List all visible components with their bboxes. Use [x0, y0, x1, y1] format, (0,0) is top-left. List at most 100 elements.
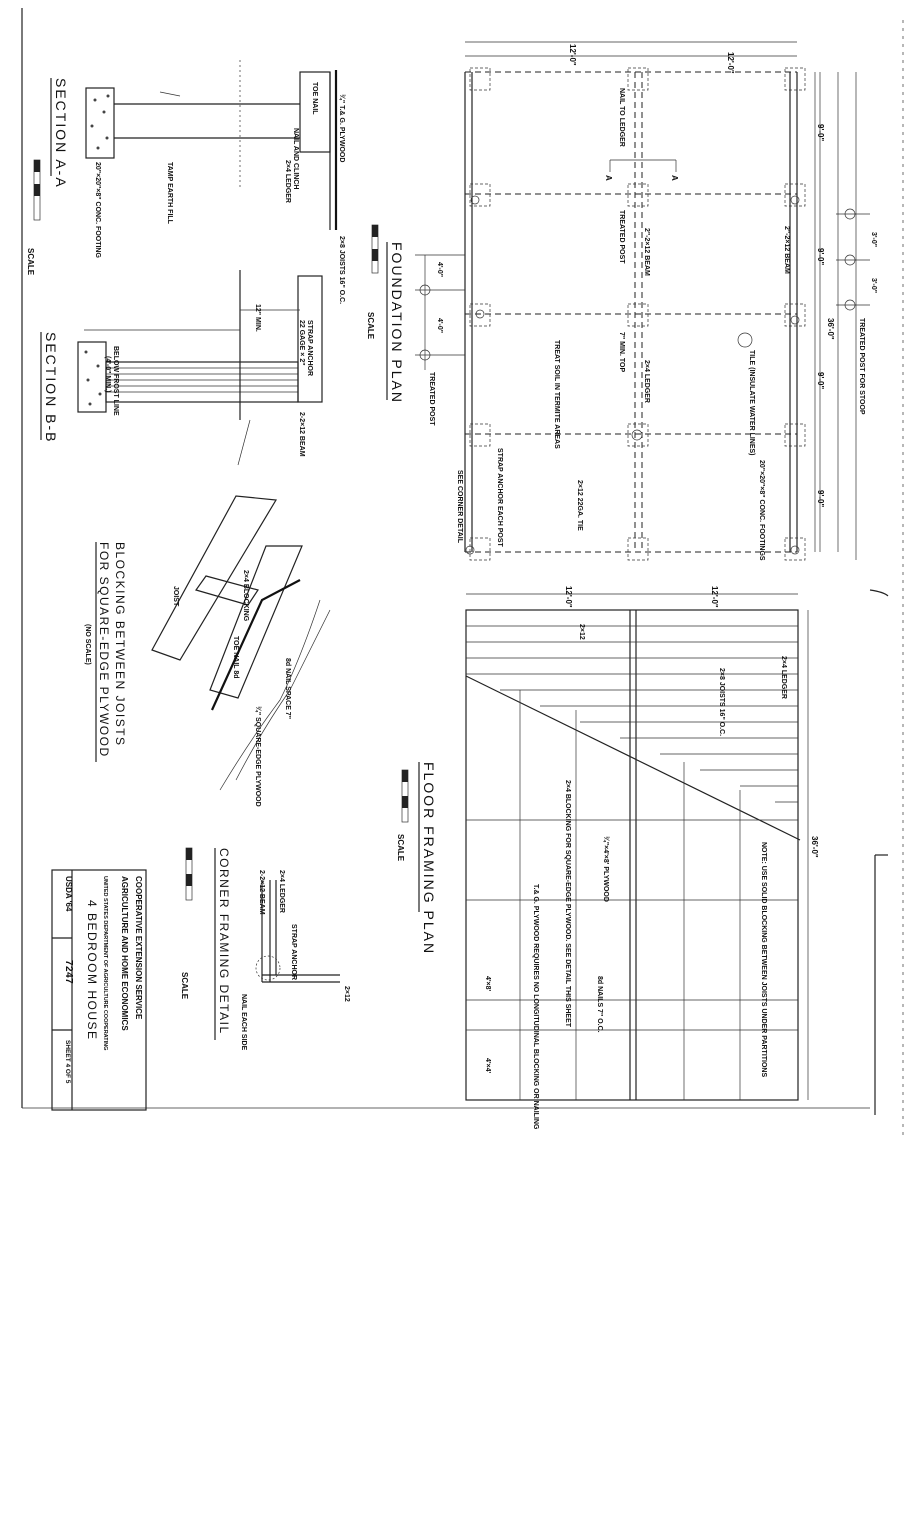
corner-label-ledger: 2×4 LEDGER — [278, 870, 285, 913]
corner-label-beam: 2-2×12 BEAM — [258, 870, 265, 915]
blocking-piece — [195, 575, 259, 606]
foundation-scale-label: SCALE — [366, 312, 375, 340]
floor-framing-plan: 12'-0" 12'-0" 36'-0" 2×4 LEDGER 2×8 JOIS… — [396, 586, 819, 1130]
blocking-detail: JOIST 2×4 BLOCKING TOE NAIL 8d 8d NAIL S… — [84, 495, 331, 807]
footing-markers — [465, 67, 806, 561]
plywood-edge — [210, 579, 301, 711]
tile-symbol — [737, 332, 753, 348]
bb-label-below-frost: BELOW FROST LINE — [112, 346, 119, 416]
floor-label-note: NOTE: USE SOLID BLOCKING BETWEEN JOISTS … — [760, 842, 767, 1077]
beam-bb — [105, 361, 299, 403]
strap-anchor-circle — [255, 955, 281, 981]
aa-label-nail-clinch: NAIL AND CLINCH — [292, 128, 299, 189]
section-mark-a2: A — [670, 175, 679, 181]
floor-label-plywood: ¾"×4'×8' PLYWOOD — [602, 836, 610, 902]
section-mark-a: A — [604, 175, 613, 181]
title-line-2: AGRICULTURE AND HOME ECONOMICS — [120, 876, 129, 1031]
bb-label-min-depth: (4'-0" MIN.) — [104, 356, 111, 392]
dim-side-1: 9'-0" — [816, 124, 825, 141]
floor-dim-right: 12'-0" — [710, 586, 719, 608]
blocking-noscale: (NO SCALE) — [84, 624, 91, 665]
blocking-label-nail-space: 8d NAIL SPACE 7" — [284, 658, 291, 719]
corner-label-joist: 2×12 — [343, 986, 350, 1002]
floor-scale-label: SCALE — [396, 834, 405, 862]
floor-label-joists: 2×8 JOISTS 16" O.C. — [718, 668, 725, 736]
footing-bb — [77, 341, 107, 413]
bb-label-gage: 22 GAGE × 2" — [298, 320, 305, 366]
label-conc-footings: 20"×20"×8" CONC. FOOTINGS — [758, 460, 765, 561]
aa-label-ledger: 2×4 LEDGER — [284, 160, 291, 203]
floor-label-beam: 2×12 — [578, 624, 585, 640]
title-org: USDA '64 — [64, 876, 73, 912]
floor-dim-left: 12'-0" — [564, 586, 573, 608]
dim-left-2: 4'-0" — [436, 318, 443, 333]
blocking-label-toe-nail: TOE NAIL 8d — [232, 636, 239, 679]
section-aa-title: SECTION A-A — [53, 78, 69, 189]
label-stoop-post: TREATED POST FOR STOOP — [858, 318, 865, 415]
corner-label-strap: STRAP ANCHOR — [290, 924, 297, 980]
floor-scale-bar — [401, 769, 409, 823]
floor-label-blocking: 2×4 BLOCKING FOR SQUARE-EDGE PLYWOOD. SE… — [564, 780, 571, 1028]
joist-2 — [209, 545, 303, 699]
stoop-posts — [819, 72, 870, 560]
bb-label-strap: STRAP ANCHOR — [306, 320, 313, 376]
section-aa: ¾" T.& G. PLYWOOD TOE NAIL NAIL AND CLIN… — [26, 60, 346, 304]
floor-label-sheet-1: 4'×8' — [484, 976, 491, 992]
foundation-scale-bar — [371, 224, 379, 274]
label-treat-soil: TREAT SOIL IN TERMITE AREAS — [553, 340, 560, 449]
floor-label-sheet-2: 4'×4' — [484, 1058, 491, 1074]
title-block: COOPERATIVE EXTENSION SERVICE AGRICULTUR… — [51, 869, 147, 1111]
foundation-plan-title: FOUNDATION PLAN — [389, 242, 405, 404]
dim-side-3: 9'-0" — [816, 372, 825, 389]
title-plan-no: 7247 — [63, 960, 74, 984]
sheet-border — [21, 8, 904, 1140]
dim-top-left: 12'-0" — [568, 44, 577, 66]
dim-stoop-2: 3'-0" — [870, 278, 877, 293]
title-house: 4 BEDROOM HOUSE — [85, 900, 99, 1041]
aa-label-footing: 20"×20"×8" CONC. FOOTING — [94, 162, 101, 258]
label-ledger: 2×4 LEDGER — [643, 360, 650, 403]
corner-framing-detail: 2×4 LEDGER 2-2×12 BEAM STRAP ANCHOR NAIL… — [180, 847, 350, 1051]
floor-label-nails: 8d NAILS 7" O.C. — [596, 976, 603, 1033]
aa-label-tamp-fill: TAMP EARTH FILL — [166, 162, 173, 225]
title-line-1: COOPERATIVE EXTENSION SERVICE — [134, 876, 143, 1020]
section-bb-title: SECTION B-B — [43, 332, 59, 443]
bb-label-min12: 12" MIN. — [254, 304, 261, 332]
label-min-top: 7" MIN. TOP — [618, 332, 625, 372]
plywood-boundary — [465, 675, 801, 841]
dim-overall: 36'-0" — [826, 318, 835, 340]
label-strap-each-post: STRAP ANCHOR EACH POST — [496, 448, 503, 548]
dim-top-right: 12'-0" — [726, 52, 735, 74]
title-sheet: SHEET 4 OF 5 — [64, 1040, 71, 1084]
label-tile: TILE (INSULATE WATER LINES) — [748, 350, 755, 456]
corner-detail-title: CORNER FRAMING DETAIL — [217, 848, 231, 1035]
joist-lines — [466, 625, 798, 803]
blocking-title: BLOCKING BETWEEN JOISTS — [113, 542, 127, 747]
title-line-3: UNITED STATES DEPARTMENT OF AGRICULTURE … — [102, 876, 108, 1050]
floor-plan-title: FLOOR FRAMING PLAN — [421, 762, 437, 955]
label-beam-a: 2"-2×12 BEAM — [643, 228, 650, 276]
corner-scale-label: SCALE — [180, 972, 189, 1000]
label-nail-to-ledger: NAIL TO LEDGER — [618, 88, 625, 147]
dim-left-1: 4'-0" — [436, 262, 443, 277]
foundation-plan: 12'-0" 12'-0" 36'-0" 9'-0" 9'-0" 9'-0" 9… — [366, 41, 877, 561]
aa-label-joists: 2×8 JOISTS 16" O.C. — [338, 236, 345, 304]
aa-scale-label: SCALE — [26, 248, 35, 276]
floor-label-tg-note: T.& G. PLYWOOD REQUIRES NO LONGITUDINAL … — [532, 884, 539, 1130]
label-beam-b: 2"-2×12 BEAM — [783, 226, 790, 274]
corner-scale-bar — [185, 847, 193, 901]
corner-label-nail-each-side: NAIL EACH SIDE — [240, 994, 247, 1051]
blocking-label-blocking: 2×4 BLOCKING — [242, 570, 249, 622]
blocking-label-joist: JOIST — [172, 586, 179, 607]
aa-label-toe-nail: TOE NAIL — [311, 82, 318, 115]
label-see-corner: SEE CORNER DETAIL — [456, 470, 463, 544]
label-treated-post-2: TREATED POST — [428, 372, 435, 426]
floor-label-ledger: 2×4 LEDGER — [780, 656, 787, 699]
joist-1 — [151, 495, 278, 661]
dim-side-4: 9'-0" — [816, 490, 825, 507]
dim-stoop-1: 3'-0" — [870, 232, 877, 247]
aa-scale-bar — [33, 159, 41, 221]
blocking-label-sq-plywood: ¾" SQUARE-EDGE PLYWOOD — [254, 706, 262, 807]
plywood-grid — [466, 690, 798, 1100]
